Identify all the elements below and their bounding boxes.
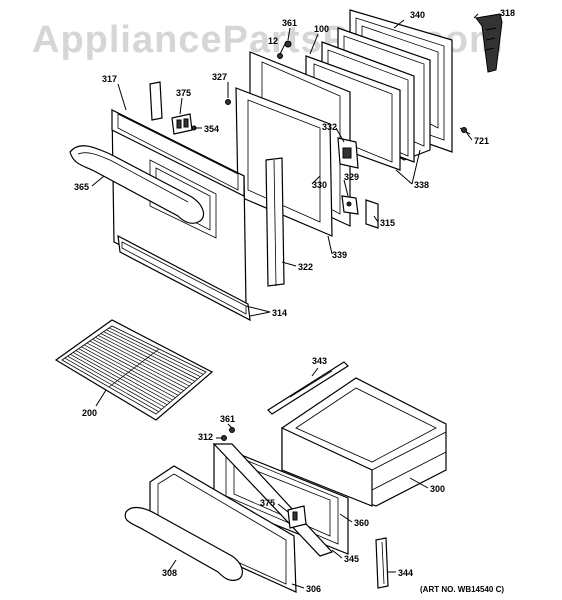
callout-330: 330 xyxy=(312,180,327,190)
part-365-handle xyxy=(69,145,205,224)
callout-329: 329 xyxy=(344,172,359,182)
callout-354: 354 xyxy=(204,124,219,134)
part-361-screw-lower xyxy=(229,427,235,433)
callout-345: 345 xyxy=(344,554,359,564)
callout-375-lower: 375 xyxy=(260,498,275,508)
part-329-clip xyxy=(341,195,359,215)
callout-318: 318 xyxy=(500,8,515,18)
art-number: (ART NO. WB14540 C) xyxy=(420,585,504,594)
callout-361-top: 361 xyxy=(282,18,297,28)
callout-360: 360 xyxy=(354,518,369,528)
part-330-door-liner xyxy=(235,87,333,237)
part-315-strip xyxy=(365,199,379,229)
callout-200: 200 xyxy=(82,408,97,418)
part-721-screw xyxy=(459,127,471,135)
part-322-stile xyxy=(265,157,285,287)
callout-375-top: 375 xyxy=(176,88,191,98)
callout-labels: 318 340 361 12 100 317 327 375 354 332 7… xyxy=(74,8,515,594)
part-375-bracket-top xyxy=(171,113,193,135)
callout-721: 721 xyxy=(474,136,489,146)
callout-315: 315 xyxy=(380,218,395,228)
callout-344: 344 xyxy=(398,568,413,578)
leader-lines xyxy=(91,13,479,589)
callout-12: 12 xyxy=(268,36,278,46)
callout-332: 332 xyxy=(322,122,337,132)
part-327-screw xyxy=(225,99,231,105)
part-318-hinge xyxy=(475,13,503,73)
callout-361-lower: 361 xyxy=(220,414,235,424)
part-300-drawer-body xyxy=(281,377,447,507)
callout-338: 338 xyxy=(414,180,429,190)
callout-100: 100 xyxy=(314,24,329,34)
part-344-slide xyxy=(375,537,389,589)
rack-crossbar xyxy=(108,348,160,388)
part-312-screw xyxy=(221,435,227,441)
callout-343: 343 xyxy=(312,356,327,366)
callout-300: 300 xyxy=(430,484,445,494)
callout-327: 327 xyxy=(212,72,227,82)
callout-317: 317 xyxy=(102,74,117,84)
callout-339: 339 xyxy=(332,250,347,260)
callout-312: 312 xyxy=(198,432,213,442)
callout-340: 340 xyxy=(410,10,425,20)
part-332-bracket xyxy=(337,137,359,169)
part-343-rail xyxy=(267,361,349,415)
callout-308: 308 xyxy=(162,568,177,578)
part-308-drawer-handle xyxy=(124,506,243,581)
callout-365: 365 xyxy=(74,182,89,192)
part-317-post xyxy=(149,81,163,121)
part-314-bottom-trim xyxy=(117,234,251,322)
screw-12 xyxy=(277,53,283,59)
part-375-bracket-bottom xyxy=(287,505,307,529)
callout-306: 306 xyxy=(306,584,321,594)
screw-361-top xyxy=(284,40,292,48)
callout-322: 322 xyxy=(298,262,313,272)
callout-314: 314 xyxy=(272,308,287,318)
part-345-drawer-side xyxy=(212,443,334,557)
part-200-oven-rack xyxy=(54,319,214,421)
